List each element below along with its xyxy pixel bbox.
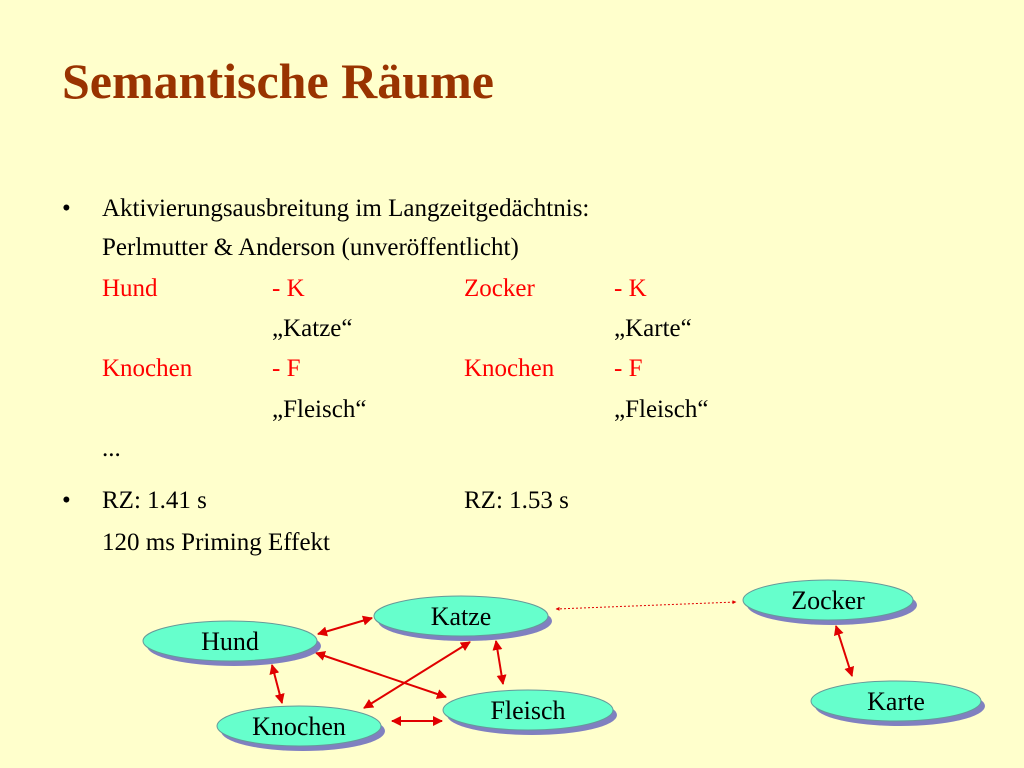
right-prime-1: Zocker — [464, 275, 535, 302]
node-label-katze: Katze — [431, 602, 492, 631]
link-zocker-karte — [833, 625, 855, 677]
left-prime-2: Knochen — [102, 355, 193, 382]
link-katze-knochen — [363, 641, 471, 709]
rt-right: RZ: 1.53 s — [464, 487, 569, 514]
left-target-1: „Katze“ — [272, 315, 353, 342]
bullet-1-line-2: Perlmutter & Anderson (unveröffentlicht) — [102, 234, 519, 261]
left-task-2: - F — [272, 355, 301, 382]
bullet-1-line-1: Aktivierungsausbreitung im Langzeitgedäc… — [102, 195, 590, 222]
left-target-2: „Fleisch“ — [272, 396, 367, 423]
node-knochen: Knochen — [216, 705, 385, 751]
node-katze: Katze — [373, 595, 552, 641]
node-label-zocker: Zocker — [791, 586, 865, 615]
link-hund-knochen — [269, 664, 285, 704]
link-hund-katze — [317, 615, 373, 637]
priming-effect: 120 ms Priming Effekt — [102, 529, 331, 556]
right-target-1: „Karte“ — [614, 315, 692, 342]
right-prime-2: Knochen — [464, 355, 555, 382]
right-task-1: - K — [614, 275, 647, 302]
node-label-knochen: Knochen — [252, 712, 346, 741]
node-label-karte: Karte — [867, 687, 925, 716]
left-task-1: - K — [272, 275, 305, 302]
rt-left: RZ: 1.41 s — [102, 487, 207, 514]
node-label-fleisch: Fleisch — [490, 696, 565, 725]
node-label-hund: Hund — [201, 627, 259, 656]
network-links — [269, 600, 855, 726]
link-hund-fleisch — [315, 651, 447, 699]
left-prime-1: Hund — [102, 275, 158, 302]
right-task-2: - F — [614, 355, 643, 382]
right-target-2: „Fleisch“ — [614, 396, 709, 423]
ellipsis: ... — [102, 435, 121, 462]
node-hund: Hund — [142, 620, 321, 666]
link-katze-fleisch — [492, 640, 507, 685]
slide-title: Semantische Räume — [62, 53, 494, 109]
node-fleisch: Fleisch — [442, 689, 617, 735]
bullet-marker: • — [62, 195, 71, 222]
node-karte: Karte — [810, 680, 985, 726]
link-katze-zocker — [555, 600, 737, 611]
bullet-marker: • — [62, 487, 71, 514]
node-zocker: Zocker — [742, 579, 917, 625]
